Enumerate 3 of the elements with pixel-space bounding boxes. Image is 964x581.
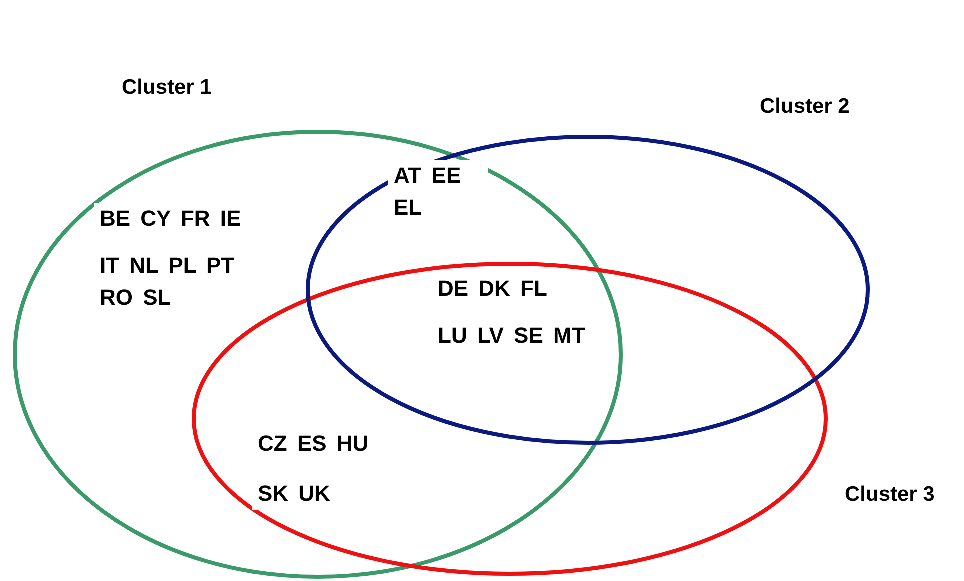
cluster-title: Cluster 2 [760, 95, 850, 119]
cluster-title: Cluster 3 [845, 483, 935, 507]
cluster-title: Cluster 1 [122, 76, 212, 100]
